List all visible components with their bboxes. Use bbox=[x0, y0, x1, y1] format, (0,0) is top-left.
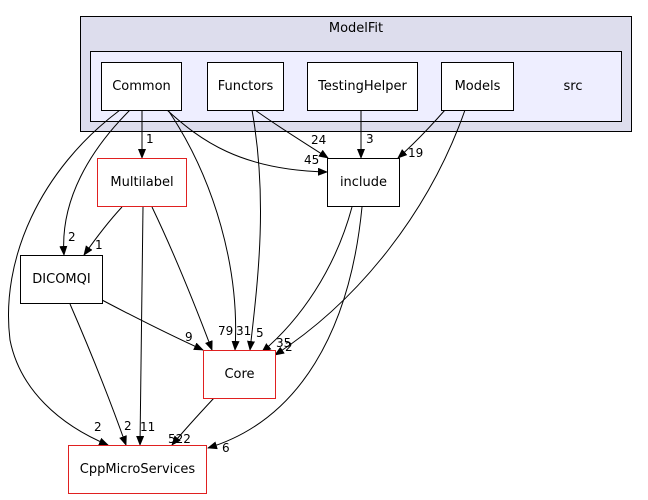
edge-label-core-cppmicroservices: 522 bbox=[168, 432, 191, 446]
edge-label-dicomqi-core: 9 bbox=[185, 330, 193, 344]
edge-multilabel-cppmicroservices bbox=[136, 206, 145, 446]
node-functors-box bbox=[207, 62, 284, 111]
edge-common-cppmicroservices bbox=[8, 109, 121, 446]
edge-dicomqi-cppmicroservices bbox=[69, 303, 127, 446]
edge-label-common-cppmicroservices: 2 bbox=[94, 420, 102, 434]
edge-label-include-cppmicroservices: 6 bbox=[222, 441, 230, 455]
node-models[interactable]: Models bbox=[441, 62, 514, 111]
edge-functors-core bbox=[247, 109, 262, 351]
node-include[interactable]: include bbox=[327, 158, 400, 207]
edge-multilabel-core bbox=[151, 206, 213, 351]
edge-include-cppmicroservices bbox=[207, 206, 363, 450]
edge-common-include bbox=[166, 109, 328, 176]
node-cppmicroservices-box bbox=[68, 445, 207, 494]
node-common[interactable]: Common bbox=[101, 62, 182, 111]
node-common-box bbox=[101, 62, 182, 111]
node-testinghelper[interactable]: TestingHelper bbox=[307, 62, 418, 111]
edge-label-models-include: 19 bbox=[408, 146, 423, 160]
node-multilabel-box bbox=[97, 158, 187, 207]
node-testinghelper-box bbox=[307, 62, 418, 111]
edge-label-multilabel-cppmicroservices: 11 bbox=[140, 420, 155, 434]
edge-dicomqi-core bbox=[101, 299, 204, 351]
edge-models-include bbox=[397, 109, 446, 159]
edge-common-dicomqi bbox=[59, 109, 131, 256]
edge-models-core bbox=[274, 109, 466, 356]
edge-common-core bbox=[167, 109, 240, 351]
edge-label-common-include: 45 bbox=[304, 153, 319, 167]
node-core-label: Core bbox=[224, 367, 254, 382]
cluster-src-label: src bbox=[564, 79, 583, 94]
node-core-box bbox=[203, 350, 276, 399]
edge-label-functors-include: 24 bbox=[311, 133, 326, 147]
node-functors-label: Functors bbox=[218, 79, 274, 94]
edge-label-functors-core: 5 bbox=[256, 326, 264, 340]
edge-label-common-core: 31 bbox=[236, 324, 251, 338]
node-functors[interactable]: Functors bbox=[207, 62, 284, 111]
node-dicomqi-label: DICOMQI bbox=[32, 272, 90, 287]
cluster-modelfit-label: ModelFit bbox=[329, 21, 383, 36]
node-cppmicroservices-label: CppMicroServices bbox=[80, 462, 196, 477]
edge-multilabel-dicomqi bbox=[83, 206, 123, 256]
node-cppmicroservices[interactable]: CppMicroServices bbox=[68, 445, 207, 494]
edge-label-multilabel-dicomqi: 1 bbox=[95, 238, 103, 252]
edge-label-common-dicomqi: 2 bbox=[68, 230, 76, 244]
node-multilabel-label: Multilabel bbox=[110, 175, 173, 190]
edge-include-core bbox=[261, 206, 353, 353]
edge-label-testinghelper-include: 3 bbox=[366, 132, 374, 146]
node-dicomqi-box bbox=[20, 255, 103, 304]
edge-label-dicomqi-cppmicroservices: 2 bbox=[124, 419, 132, 433]
edge-label-multilabel-core: 79 bbox=[218, 324, 233, 338]
node-models-box bbox=[441, 62, 514, 111]
nodes: Common Functors TestingHelper Models inc… bbox=[20, 62, 514, 494]
edge-label-common-multilabel: 1 bbox=[146, 132, 154, 146]
edge-label-models-core: 2 bbox=[285, 340, 293, 354]
node-dicomqi[interactable]: DICOMQI bbox=[20, 255, 103, 304]
edges: 1 45 24 3 19 2 1 79 31 5 35 2 bbox=[8, 109, 466, 455]
node-models-label: Models bbox=[455, 79, 501, 94]
node-include-label: include bbox=[340, 175, 387, 190]
node-multilabel[interactable]: Multilabel bbox=[97, 158, 187, 207]
node-core[interactable]: Core bbox=[203, 350, 276, 399]
edge-functors-include bbox=[254, 109, 329, 159]
node-testinghelper-label: TestingHelper bbox=[317, 79, 407, 94]
edge-core-cppmicroservices bbox=[171, 397, 215, 446]
node-include-box bbox=[327, 158, 400, 207]
node-common-label: Common bbox=[112, 79, 171, 94]
